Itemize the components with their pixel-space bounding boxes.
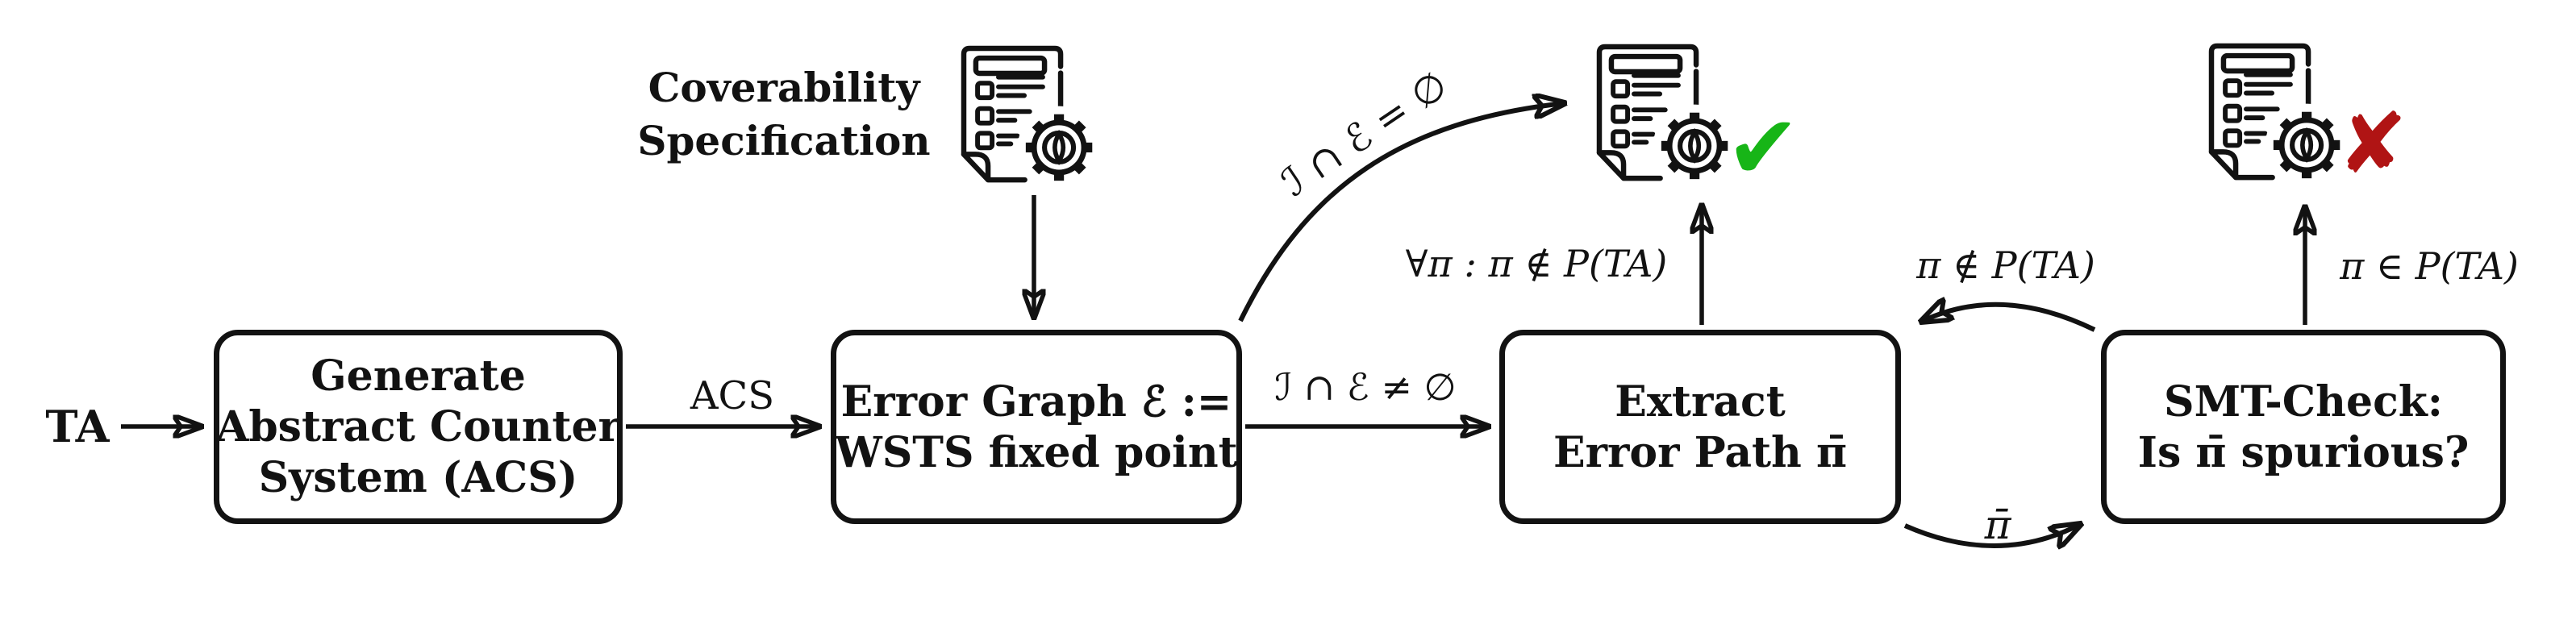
node-generate-acs: Generate Abstract Counter System (ACS) — [214, 330, 623, 524]
pi-bar-edge-label: π̄ — [1984, 501, 2011, 548]
safe-result-doc-gear-icon — [1592, 40, 1737, 185]
coverability-spec-doc-gear-icon — [957, 41, 1102, 186]
path-feasible-label: π ∈ P(TA) — [2340, 244, 2519, 288]
coverability-spec-title: Coverability Specification — [615, 61, 953, 168]
node-line: Error Graph ℰ := — [840, 376, 1232, 426]
node-line: Is π̄ spurious? — [2137, 427, 2470, 477]
unsafe-result-doc-gear-icon — [2204, 39, 2349, 184]
node-line: Abstract Counter — [215, 402, 621, 451]
node-line: Generate — [311, 352, 526, 401]
node-line: Error Path π̄ — [1553, 427, 1847, 477]
edge-empty-to-safe — [1238, 103, 1565, 322]
coverability-line: Coverability — [648, 64, 920, 111]
node-error-graph: Error Graph ℰ := WSTS fixed point — [831, 330, 1242, 524]
edge-smt-refine-to-extract — [1921, 305, 2096, 332]
node-line: Extract — [1615, 376, 1786, 426]
node-line: WSTS fixed point — [835, 427, 1238, 477]
edge-pibar-to-smt — [1903, 524, 2081, 546]
acs-edge-label: ACS — [690, 373, 775, 418]
intersection-nonempty-label: ℐ ∩ ℰ ≠ ∅ — [1274, 365, 1457, 409]
node-line: System (ACS) — [258, 453, 578, 502]
red-cross-icon: ✘ — [2337, 94, 2408, 193]
path-infeasible-label: π ∉ P(TA) — [1916, 243, 2095, 287]
all-paths-infeasible-label: ∀π : π ∉ P(TA) — [1405, 242, 1668, 285]
input-ta-label: TA — [45, 401, 110, 452]
green-check-icon: ✔ — [1726, 96, 1801, 199]
node-smt-check: SMT-Check: Is π̄ spurious? — [2101, 330, 2506, 524]
coverability-line: Specification — [637, 117, 931, 164]
node-line: SMT-Check: — [2164, 376, 2443, 426]
node-extract-error-path: Extract Error Path π̄ — [1499, 330, 1901, 524]
